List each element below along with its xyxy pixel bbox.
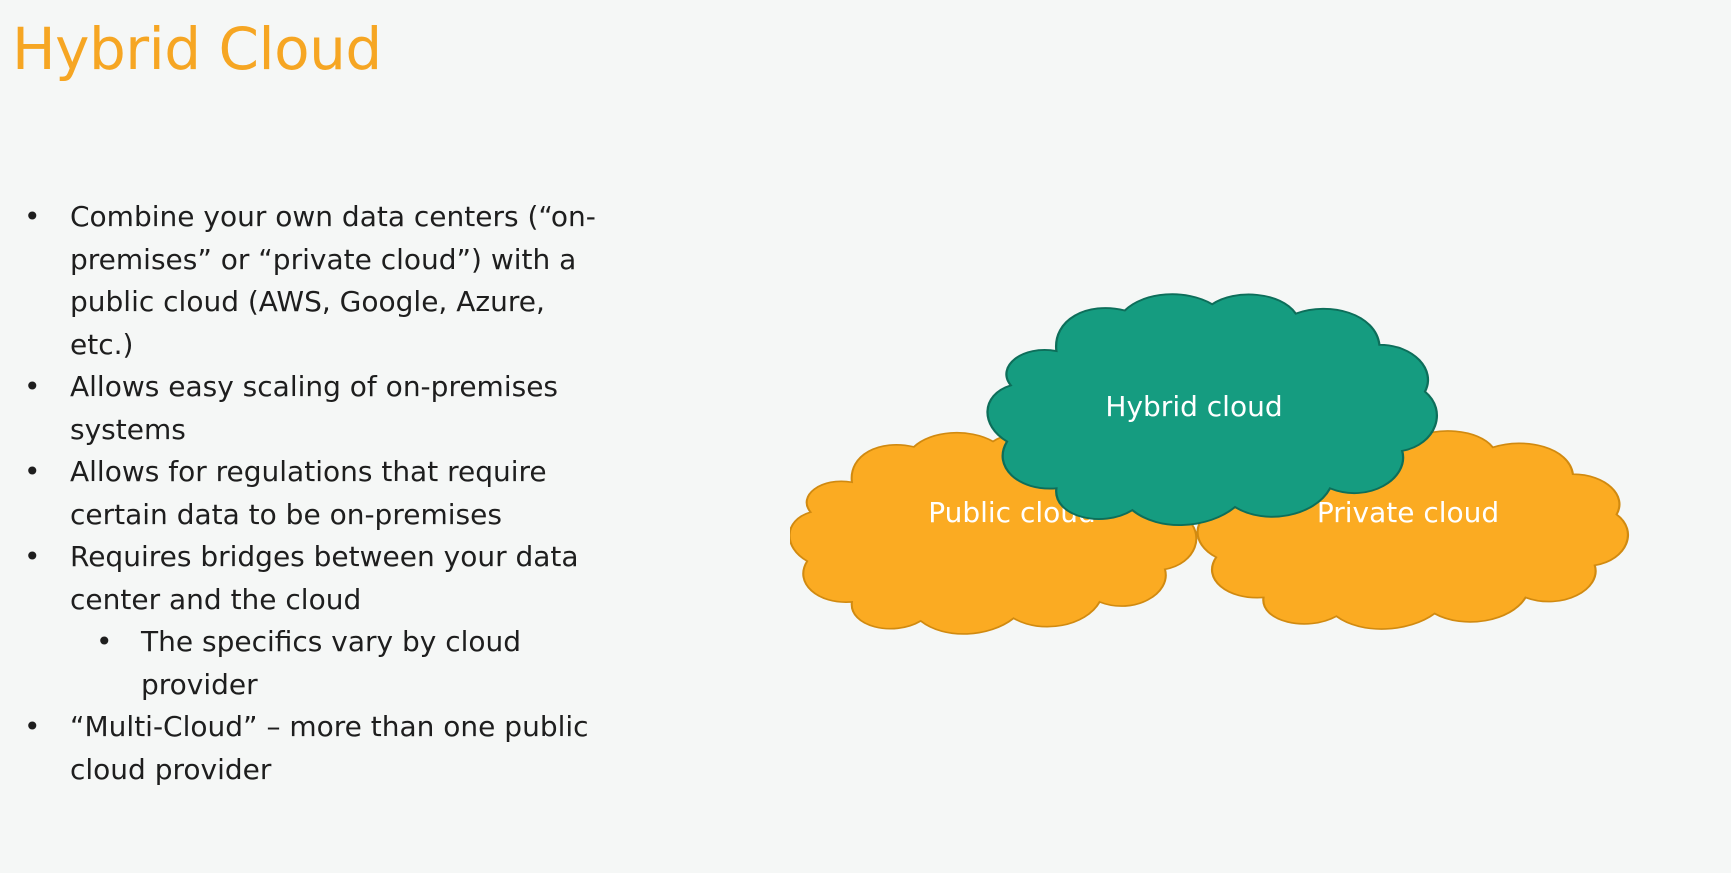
bullet-text: Allows for regulations that require cert… <box>70 455 547 531</box>
private-cloud-label: Private cloud <box>1317 496 1499 529</box>
bullet-item: • Allows for regulations that require ce… <box>0 451 640 536</box>
bullet-marker: • <box>24 200 41 233</box>
bullet-text: Combine your own data centers (“on-premi… <box>70 200 596 361</box>
bullet-marker: • <box>24 370 41 403</box>
hybrid-cloud-label: Hybrid cloud <box>1105 390 1282 423</box>
sub-bullet-item: • The specifics vary by cloud provider <box>0 621 640 706</box>
slide-title: Hybrid Cloud <box>12 15 382 83</box>
bullet-text: Allows easy scaling of on-premises syste… <box>70 370 559 446</box>
hybrid-cloud-shape: Hybrid cloud <box>986 293 1438 526</box>
bullet-marker: • <box>96 625 113 658</box>
cloud-diagram: Public cloud Private cloud Hybrid cloud <box>790 293 1629 635</box>
bullet-text: Requires bridges between your data cente… <box>70 540 579 616</box>
bullet-marker: • <box>24 455 41 488</box>
bullet-text: The specifics vary by cloud provider <box>141 625 522 701</box>
bullet-item: • Allows easy scaling of on-premises sys… <box>0 366 640 451</box>
bullet-list: • Combine your own data centers (“on-pre… <box>0 196 640 791</box>
bullet-marker: • <box>24 540 41 573</box>
bullet-item: • Combine your own data centers (“on-pre… <box>0 196 640 366</box>
bullet-text: “Multi-Cloud” – more than one public clo… <box>70 710 589 786</box>
bullet-item: • Requires bridges between your data cen… <box>0 536 640 621</box>
bullet-item: • “Multi-Cloud” – more than one public c… <box>0 706 640 791</box>
cloud-fill <box>986 293 1438 526</box>
bullet-marker: • <box>24 710 41 743</box>
